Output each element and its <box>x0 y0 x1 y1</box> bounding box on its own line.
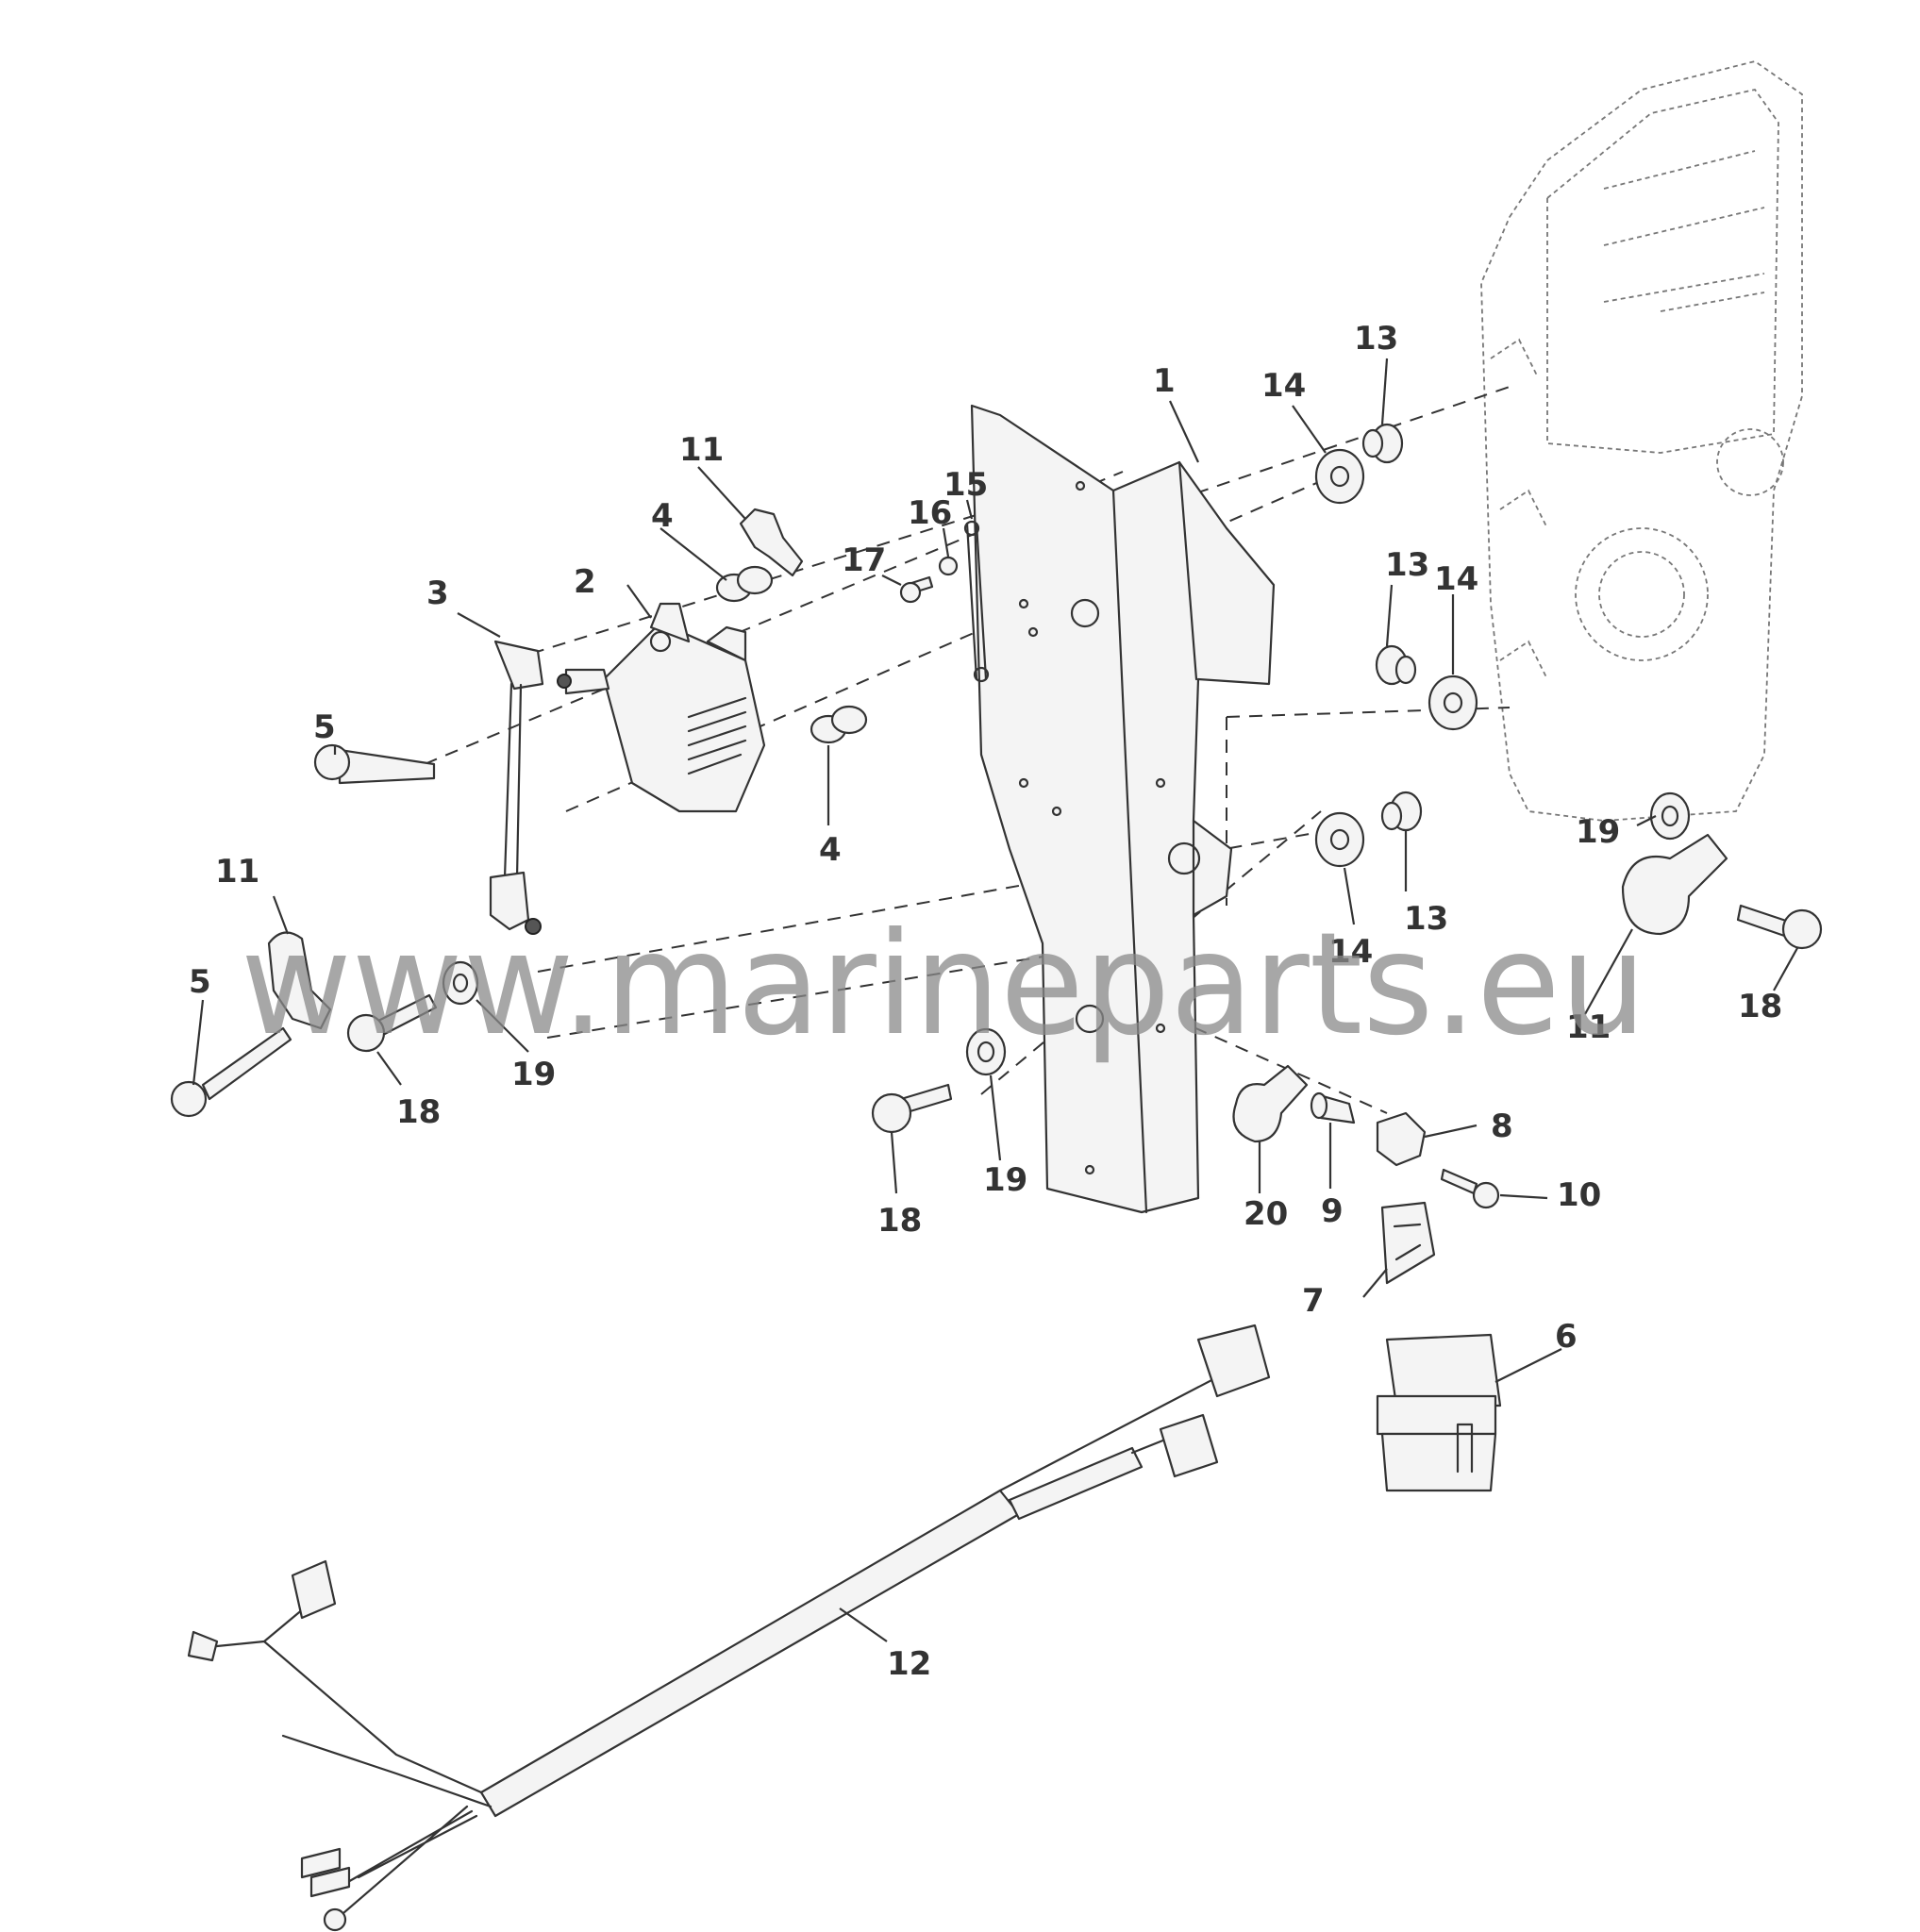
bushing-middle <box>1375 644 1417 686</box>
small-bolt <box>1440 1168 1500 1209</box>
callout-14-middle: 14 <box>1434 560 1478 598</box>
leader-lines <box>192 358 1798 1642</box>
bolt-right <box>1736 904 1823 950</box>
control-module <box>557 602 766 813</box>
callout-4-upper: 4 <box>651 497 674 535</box>
callout-13-middle: 13 <box>1385 546 1429 584</box>
clamp-right <box>1621 833 1728 936</box>
callout-18-right: 18 <box>1738 988 1782 1025</box>
callout-2: 2 <box>574 563 596 601</box>
spacer-lower <box>810 705 868 744</box>
grommet-middle <box>1427 675 1478 731</box>
callout-7: 7 <box>1302 1282 1325 1320</box>
bushing-lower <box>1380 791 1423 832</box>
grommet-upper <box>1314 448 1365 505</box>
callout-17: 17 <box>842 541 886 579</box>
p-clamp <box>1232 1064 1309 1143</box>
callout-14-upper: 14 <box>1261 367 1306 405</box>
small-screw <box>899 575 934 604</box>
clamp-left <box>267 931 332 1030</box>
callout-6: 6 <box>1555 1318 1578 1356</box>
callout-19-center: 19 <box>983 1161 1027 1199</box>
callout-15: 15 <box>943 466 988 504</box>
callout-10: 10 <box>1557 1176 1601 1214</box>
clamp-upper <box>739 508 804 577</box>
small-washer <box>938 556 959 576</box>
washer-left <box>442 960 479 1006</box>
callout-5-lower: 5 <box>189 963 211 1001</box>
spring-link <box>963 520 990 683</box>
grommet-lower <box>1314 811 1365 868</box>
linkage-rod <box>489 640 544 935</box>
callout-labels: 1 2 3 4 4 5 5 6 7 8 9 10 11 11 11 12 13 … <box>189 320 1782 1683</box>
callout-4-lower: 4 <box>819 831 842 869</box>
bolt-center <box>871 1083 953 1134</box>
spacer-upper <box>715 565 774 603</box>
nut <box>1376 1111 1427 1167</box>
callout-13-lower: 13 <box>1404 900 1448 938</box>
callout-3: 3 <box>426 575 449 612</box>
callout-20: 20 <box>1244 1195 1288 1233</box>
callout-19-right: 19 <box>1576 813 1620 851</box>
bolt-left <box>346 993 438 1053</box>
callout-18-left: 18 <box>396 1093 441 1131</box>
callout-9: 9 <box>1321 1192 1344 1230</box>
callout-11-left: 11 <box>215 853 259 891</box>
washer-right <box>1649 791 1691 841</box>
callout-14-lower: 14 <box>1328 933 1373 971</box>
watermark: www.marineparts.eu <box>241 903 1646 1067</box>
long-bolt-upper <box>313 743 436 785</box>
callout-1: 1 <box>1153 362 1176 400</box>
callout-12: 12 <box>887 1645 931 1683</box>
bracket-plate <box>970 404 1276 1214</box>
bushing-upper <box>1361 423 1404 464</box>
callout-18-center: 18 <box>877 1202 922 1240</box>
callout-8: 8 <box>1491 1108 1513 1145</box>
callout-13-upper: 13 <box>1354 320 1398 358</box>
sleeve <box>1310 1091 1356 1124</box>
callout-5-upper: 5 <box>313 708 336 746</box>
relay <box>1376 1333 1502 1492</box>
washer-center <box>965 1027 1007 1076</box>
callout-19-left: 19 <box>511 1056 556 1093</box>
engine-block <box>1480 60 1803 822</box>
relay-bracket <box>1380 1201 1436 1285</box>
callout-11-upper: 11 <box>679 431 724 469</box>
long-bolt-lower <box>170 1026 292 1118</box>
callout-11-right: 11 <box>1566 1008 1611 1046</box>
callout-16: 16 <box>908 494 952 532</box>
wiring-harness <box>187 1324 1271 1932</box>
